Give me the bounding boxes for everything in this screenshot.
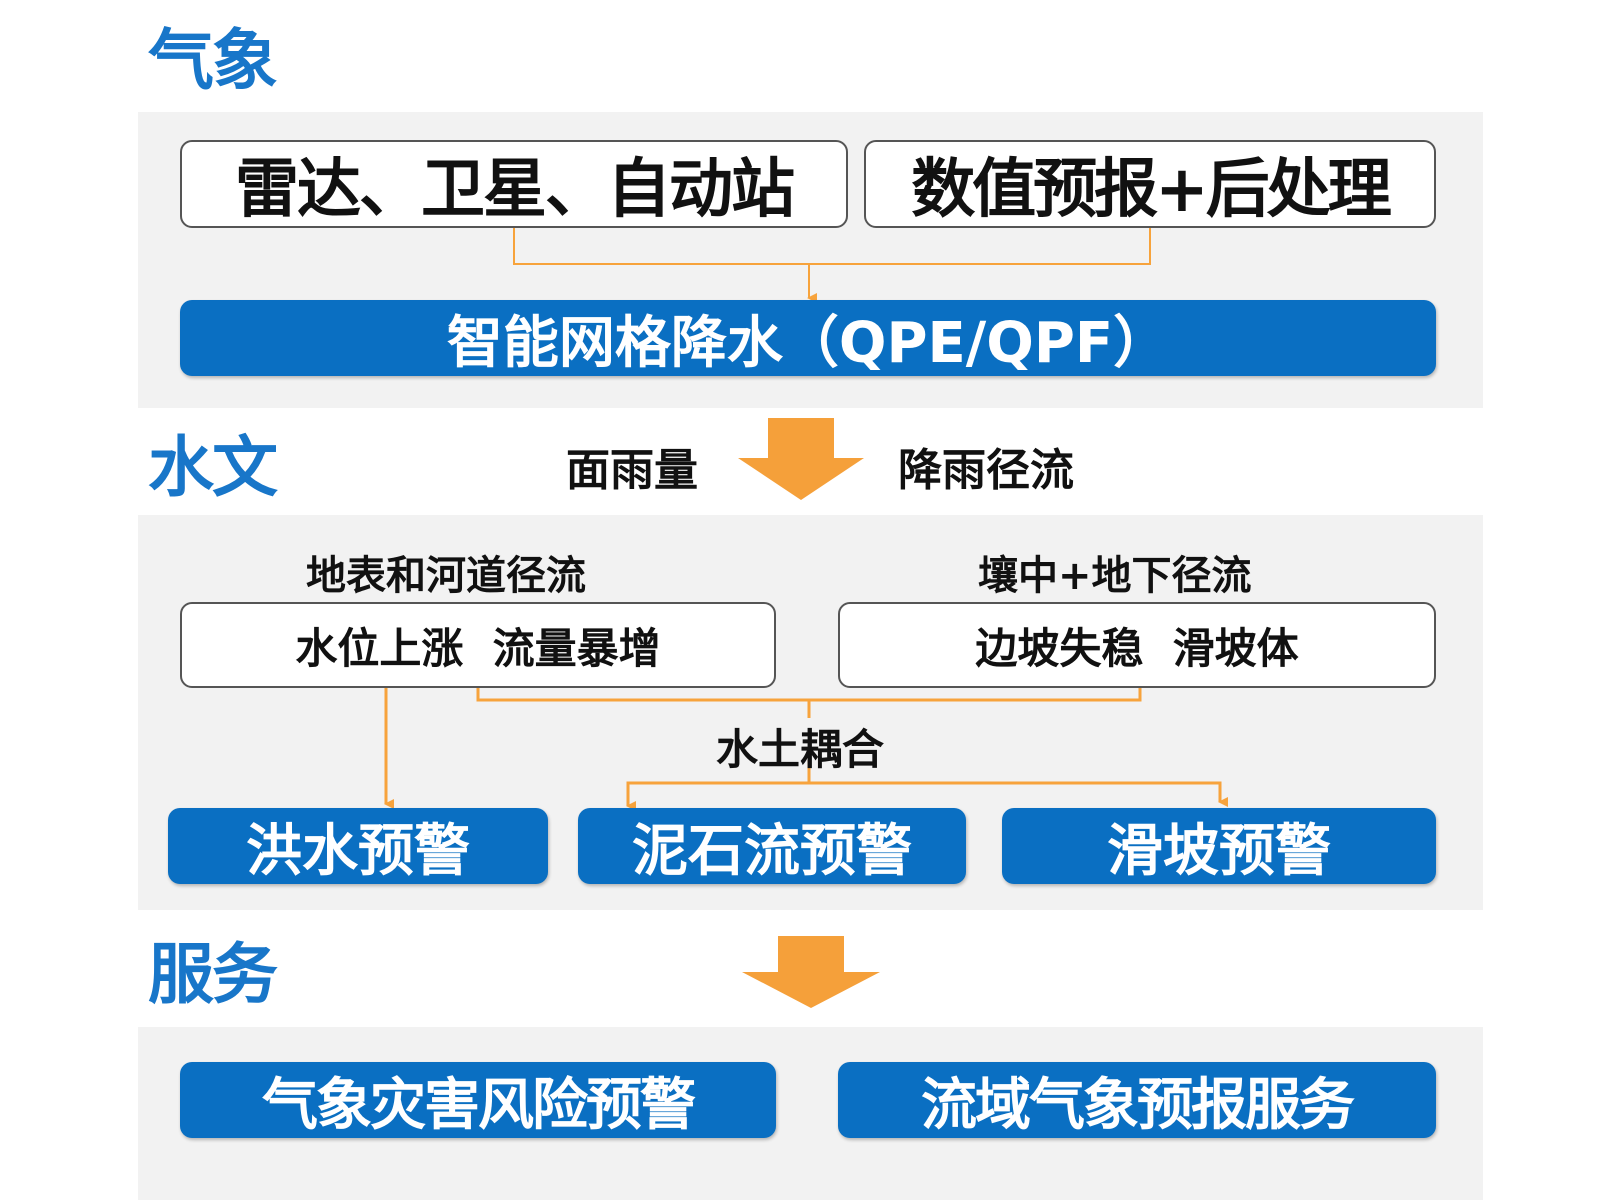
source-box-nwp: 数值预报+后处理 — [864, 140, 1436, 228]
big-arrow-down-1 — [738, 418, 864, 500]
section-title-hydrology: 水文 — [148, 429, 278, 506]
service-basin-forecast: 流域气象预报服务 — [838, 1062, 1436, 1138]
caption-surface-runoff: 地表和河道径流 — [306, 553, 586, 599]
source-box-observations: 雷达、卫星、自动站 — [180, 140, 848, 228]
label-rainfall-runoff: 降雨径流 — [898, 445, 1074, 496]
section-title-meteorology: 气象 — [148, 22, 278, 99]
connector-sources-to-product — [513, 226, 1151, 265]
caption-subsurface-runoff: 壤中+地下径流 — [978, 553, 1252, 599]
service-disaster-risk-warning: 气象灾害风险预警 — [180, 1062, 776, 1138]
connector-coupling-merge — [476, 688, 1142, 702]
box-slope-instability: 边坡失稳 滑坡体 — [838, 602, 1436, 688]
product-box-qpe-qpf: 智能网格降水（QPE/QPF） — [180, 300, 1436, 376]
connector-coupling-split — [626, 781, 1228, 807]
warning-landslide: 滑坡预警 — [1002, 808, 1436, 884]
warning-flood: 洪水预警 — [168, 808, 548, 884]
label-soil-water-coupling: 水土耦合 — [716, 725, 885, 774]
big-arrow-down-2 — [742, 936, 880, 1008]
section-title-service: 服务 — [148, 936, 278, 1013]
warning-debris-flow: 泥石流预警 — [578, 808, 966, 884]
label-areal-rainfall: 面雨量 — [566, 445, 698, 496]
box-water-level-rise: 水位上涨 流量暴增 — [180, 602, 776, 688]
